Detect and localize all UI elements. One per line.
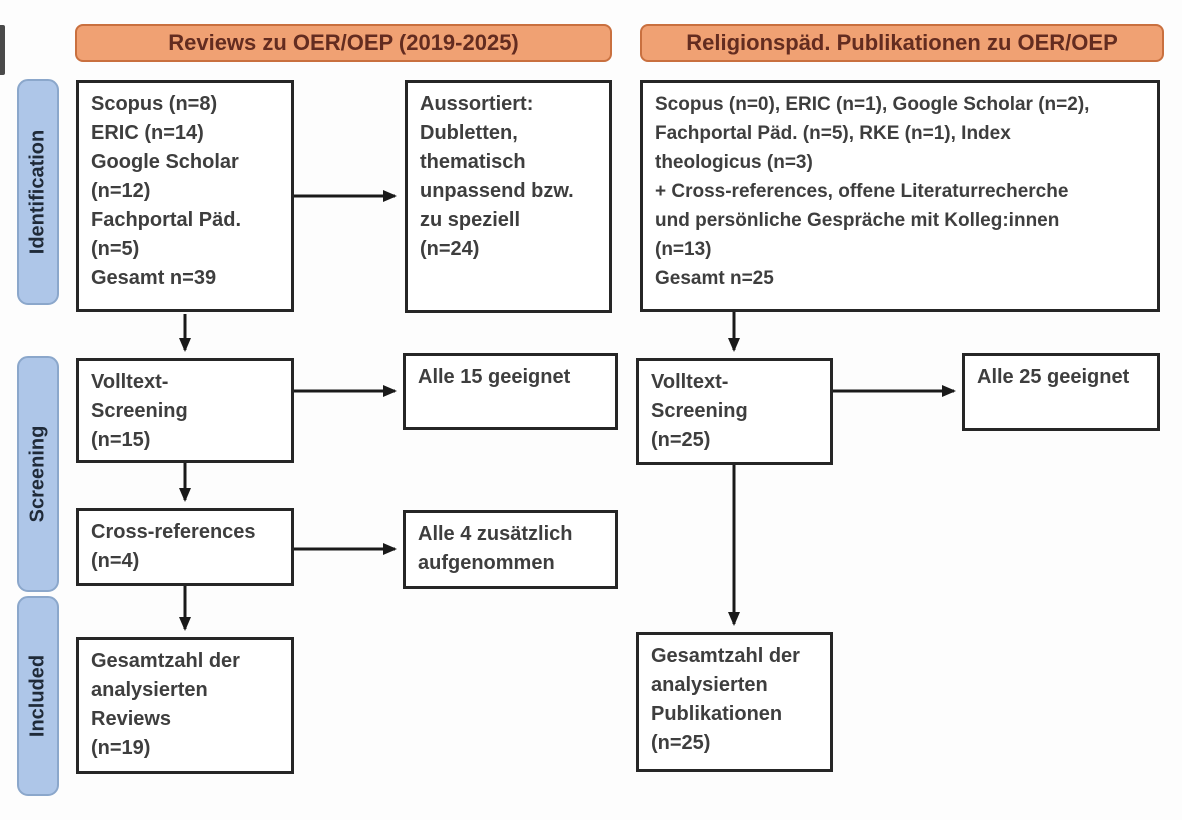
box-left-sorted-out: Aussortiert: Dubletten, thematisch unpas… (405, 80, 612, 313)
box-left-fulltext-screening: Volltext- Screening (n=15) (76, 358, 294, 463)
stage-identification-label: Identification (26, 129, 49, 255)
header-religionspaed-publikationen: Religionspäd. Publikationen zu OER/OEP (640, 24, 1164, 62)
box-left-identification-sources: Scopus (n=8) ERIC (n=14) Google Scholar … (76, 80, 294, 312)
box-right-all-suitable: Alle 25 geeignet (962, 353, 1160, 431)
box-left-all-suitable: Alle 15 geeignet (403, 353, 618, 430)
header-reviews: Reviews zu OER/OEP (2019-2025) (75, 24, 612, 62)
scan-edge-artifact (0, 25, 5, 75)
stage-included: Included (17, 596, 59, 796)
stage-included-label: Included (26, 654, 49, 738)
box-right-fulltext-screening: Volltext- Screening (n=25) (636, 358, 833, 465)
stage-screening: Screening (17, 356, 59, 592)
box-right-identification-sources: Scopus (n=0), ERIC (n=1), Google Scholar… (640, 80, 1160, 312)
stage-identification: Identification (17, 79, 59, 305)
stage-screening-label: Screening (26, 425, 49, 523)
box-left-additional-included: Alle 4 zusätzlich aufgenommen (403, 510, 618, 589)
box-right-total-analyzed: Gesamtzahl der analysierten Publikatione… (636, 632, 833, 772)
box-left-cross-references: Cross-references (n=4) (76, 508, 294, 586)
box-left-total-analyzed: Gesamtzahl der analysierten Reviews (n=1… (76, 637, 294, 774)
